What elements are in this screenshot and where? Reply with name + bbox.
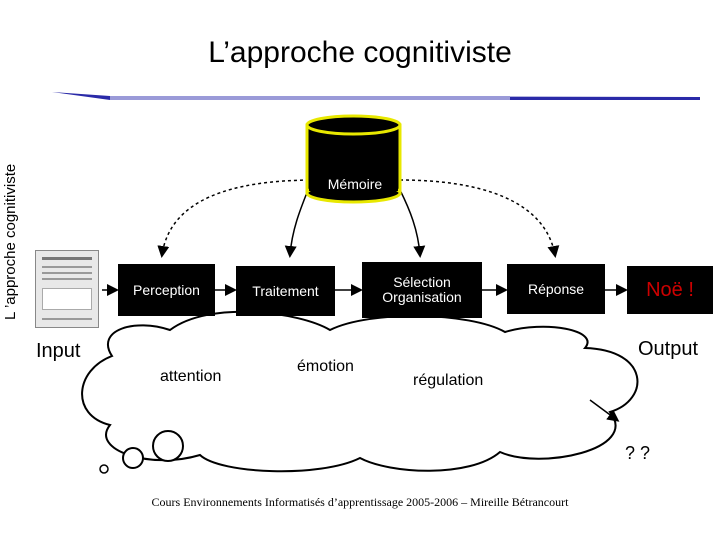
slide-title: L’approche cognitiviste [208, 36, 512, 69]
arc-memoire-to-selection [399, 189, 426, 258]
output-arrow [589, 399, 620, 422]
attention-label: attention [160, 368, 222, 385]
thought-bubble-medium [122, 447, 144, 469]
output-label: Output [638, 338, 699, 360]
perception-box: Perception [118, 264, 215, 316]
thought-bubble-large [152, 430, 184, 462]
arc-memoire-to-traitement [284, 189, 309, 258]
noe-box: Noë ! [627, 266, 713, 314]
memoire-label: Mémoire [327, 176, 383, 192]
regulation-label: régulation [413, 372, 484, 389]
arc-memoire-to-reponse [399, 179, 560, 258]
thought-bubble-small [99, 464, 109, 474]
screen-thumbnail-image [35, 250, 99, 328]
memoire-cylinder [305, 114, 402, 204]
input-label: Input [36, 340, 81, 362]
footer-text: Cours Environnements Informatisés d’appr… [151, 495, 569, 509]
traitement-box: Traitement [236, 266, 335, 316]
selection-organisation-box: Sélection Organisation [362, 262, 482, 318]
emotion-label: émotion [297, 358, 354, 375]
reponse-box: Réponse [507, 264, 605, 314]
question-label: ? ? [625, 443, 651, 463]
side-title: L ’approche cognitiviste [2, 163, 19, 320]
